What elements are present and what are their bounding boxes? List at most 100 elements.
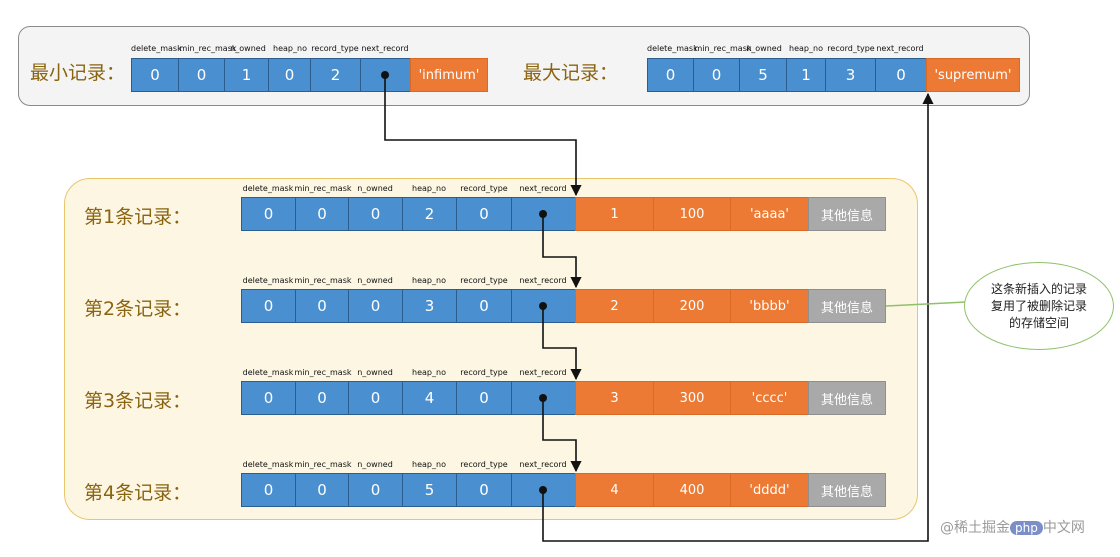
record-1-string: 'aaaa' — [730, 197, 809, 231]
record-4-next-record — [511, 473, 576, 507]
record-3-header-min-rec-mask: min_rec_mask — [294, 368, 352, 377]
record-1-delete-mask: 0 — [241, 197, 296, 231]
record-2-other-info: 其他信息 — [808, 289, 886, 323]
record-2-next-record — [511, 289, 576, 323]
record-4-id: 4 — [575, 473, 654, 507]
supremum-header-n-owned: n_owned — [746, 44, 782, 53]
record-2-header-min-rec-mask: min_rec_mask — [294, 276, 352, 285]
infimum-header-heap-no: heap_no — [273, 44, 307, 53]
infimum-record-type: 2 — [310, 58, 361, 92]
record-1-next-record — [511, 197, 576, 231]
record-3-next-record — [511, 381, 576, 415]
record-3-id: 3 — [575, 381, 654, 415]
record-1-id: 1 — [575, 197, 654, 231]
record-3-heap-no: 4 — [402, 381, 457, 415]
record-2-record-type: 0 — [456, 289, 512, 323]
supremum-title: 最大记录： — [523, 62, 619, 84]
record-1-heap-no: 2 — [402, 197, 457, 231]
record-1-value: 100 — [653, 197, 731, 231]
record-3-other-info: 其他信息 — [808, 381, 886, 415]
supremum-next-record: 0 — [875, 58, 927, 92]
record-2-id: 2 — [575, 289, 654, 323]
supremum-record-type: 3 — [825, 58, 876, 92]
infimum-header-next-record: next_record — [361, 44, 409, 53]
record-3-string: 'cccc' — [730, 381, 809, 415]
record-1-other-info: 其他信息 — [808, 197, 886, 231]
record-1-header-heap-no: heap_no — [412, 184, 446, 193]
record-3-header-record-type: record_type — [460, 368, 508, 377]
infimum-n-owned: 1 — [224, 58, 269, 92]
record-1-header-next-record: next_record — [519, 184, 567, 193]
supremum-min-rec-mask: 0 — [693, 58, 740, 92]
record-row-4: 第4条记录： delete_mask min_rec_mask n_owned … — [0, 460, 1120, 509]
record-3-min-rec-mask: 0 — [295, 381, 349, 415]
infimum-header-delete-mask: delete_mask — [131, 44, 182, 53]
infimum-next-record — [360, 58, 411, 92]
record-1-header-record-type: record_type — [460, 184, 508, 193]
record-4-heap-no: 5 — [402, 473, 457, 507]
watermark-left: @稀土掘金 — [940, 520, 1010, 536]
reuse-space-callout: 这条新插入的记录 复用了被删除记录 的存储空间 — [964, 262, 1114, 350]
infimum-heap-no: 0 — [268, 58, 311, 92]
record-4-header-heap-no: heap_no — [412, 460, 446, 469]
record-2-title: 第2条记录： — [84, 298, 192, 320]
infimum-delete-mask: 0 — [131, 58, 179, 92]
record-2-header-delete-mask: delete_mask — [242, 276, 294, 285]
infimum-min-rec-mask: 0 — [178, 58, 225, 92]
infimum-title: 最小记录： — [30, 62, 126, 84]
record-2-n-owned: 0 — [348, 289, 403, 323]
record-1-header-min-rec-mask: min_rec_mask — [294, 184, 352, 193]
record-2-value: 200 — [653, 289, 731, 323]
supremum-heap-no: 1 — [786, 58, 826, 92]
supremum-n-owned: 5 — [739, 58, 787, 92]
record-3-delete-mask: 0 — [241, 381, 296, 415]
supremum-header-delete-mask: delete_mask — [647, 44, 698, 53]
record-2-delete-mask: 0 — [241, 289, 296, 323]
record-3-value: 300 — [653, 381, 731, 415]
record-row-1: 第1条记录： delete_mask min_rec_mask n_owned … — [0, 184, 1120, 233]
record-4-n-owned: 0 — [348, 473, 403, 507]
record-2-header-record-type: record_type — [460, 276, 508, 285]
callout-line-1: 这条新插入的记录 — [990, 281, 1087, 296]
record-4-delete-mask: 0 — [241, 473, 296, 507]
record-2-header-heap-no: heap_no — [412, 276, 446, 285]
record-4-header-min-rec-mask: min_rec_mask — [294, 460, 352, 469]
record-1-min-rec-mask: 0 — [295, 197, 349, 231]
record-4-min-rec-mask: 0 — [295, 473, 349, 507]
record-2-min-rec-mask: 0 — [295, 289, 349, 323]
supremum-delete-mask: 0 — [647, 58, 694, 92]
record-2-header-next-record: next_record — [519, 276, 567, 285]
record-2-heap-no: 3 — [402, 289, 457, 323]
record-4-header-delete-mask: delete_mask — [242, 460, 294, 469]
record-4-other-info: 其他信息 — [808, 473, 886, 507]
record-1-header-n-owned: n_owned — [357, 184, 393, 193]
record-1-record-type: 0 — [456, 197, 512, 231]
record-3-title: 第3条记录： — [84, 390, 192, 412]
supremum-header-min-rec-mask: min_rec_mask — [694, 44, 752, 53]
infimum-header-n-owned: n_owned — [230, 44, 266, 53]
record-row-2: 第2条记录： delete_mask min_rec_mask n_owned … — [0, 276, 1120, 325]
record-4-string: 'dddd' — [730, 473, 809, 507]
record-3-header-n-owned: n_owned — [357, 368, 393, 377]
infimum-header-min-rec-mask: min_rec_mask — [179, 44, 237, 53]
record-2-header-n-owned: n_owned — [357, 276, 393, 285]
record-4-title: 第4条记录： — [84, 482, 192, 504]
record-1-header-delete-mask: delete_mask — [242, 184, 294, 193]
watermark-right: 中文网 — [1042, 520, 1085, 536]
record-4-value: 400 — [653, 473, 731, 507]
infimum-header-record-type: record_type — [311, 44, 359, 53]
record-4-record-type: 0 — [456, 473, 512, 507]
record-2-string: 'bbbb' — [730, 289, 809, 323]
record-1-title: 第1条记录： — [84, 206, 192, 228]
watermark-badge: php — [1010, 521, 1043, 535]
infimum-label-cell: 'infimum' — [410, 58, 488, 92]
supremum-label-cell: 'supremum' — [926, 58, 1020, 92]
record-3-header-heap-no: heap_no — [412, 368, 446, 377]
supremum-header-record-type: record_type — [827, 44, 875, 53]
record-3-n-owned: 0 — [348, 381, 403, 415]
record-3-header-delete-mask: delete_mask — [242, 368, 294, 377]
supremum-header-next-record: next_record — [876, 44, 924, 53]
record-3-header-next-record: next_record — [519, 368, 567, 377]
record-4-header-n-owned: n_owned — [357, 460, 393, 469]
